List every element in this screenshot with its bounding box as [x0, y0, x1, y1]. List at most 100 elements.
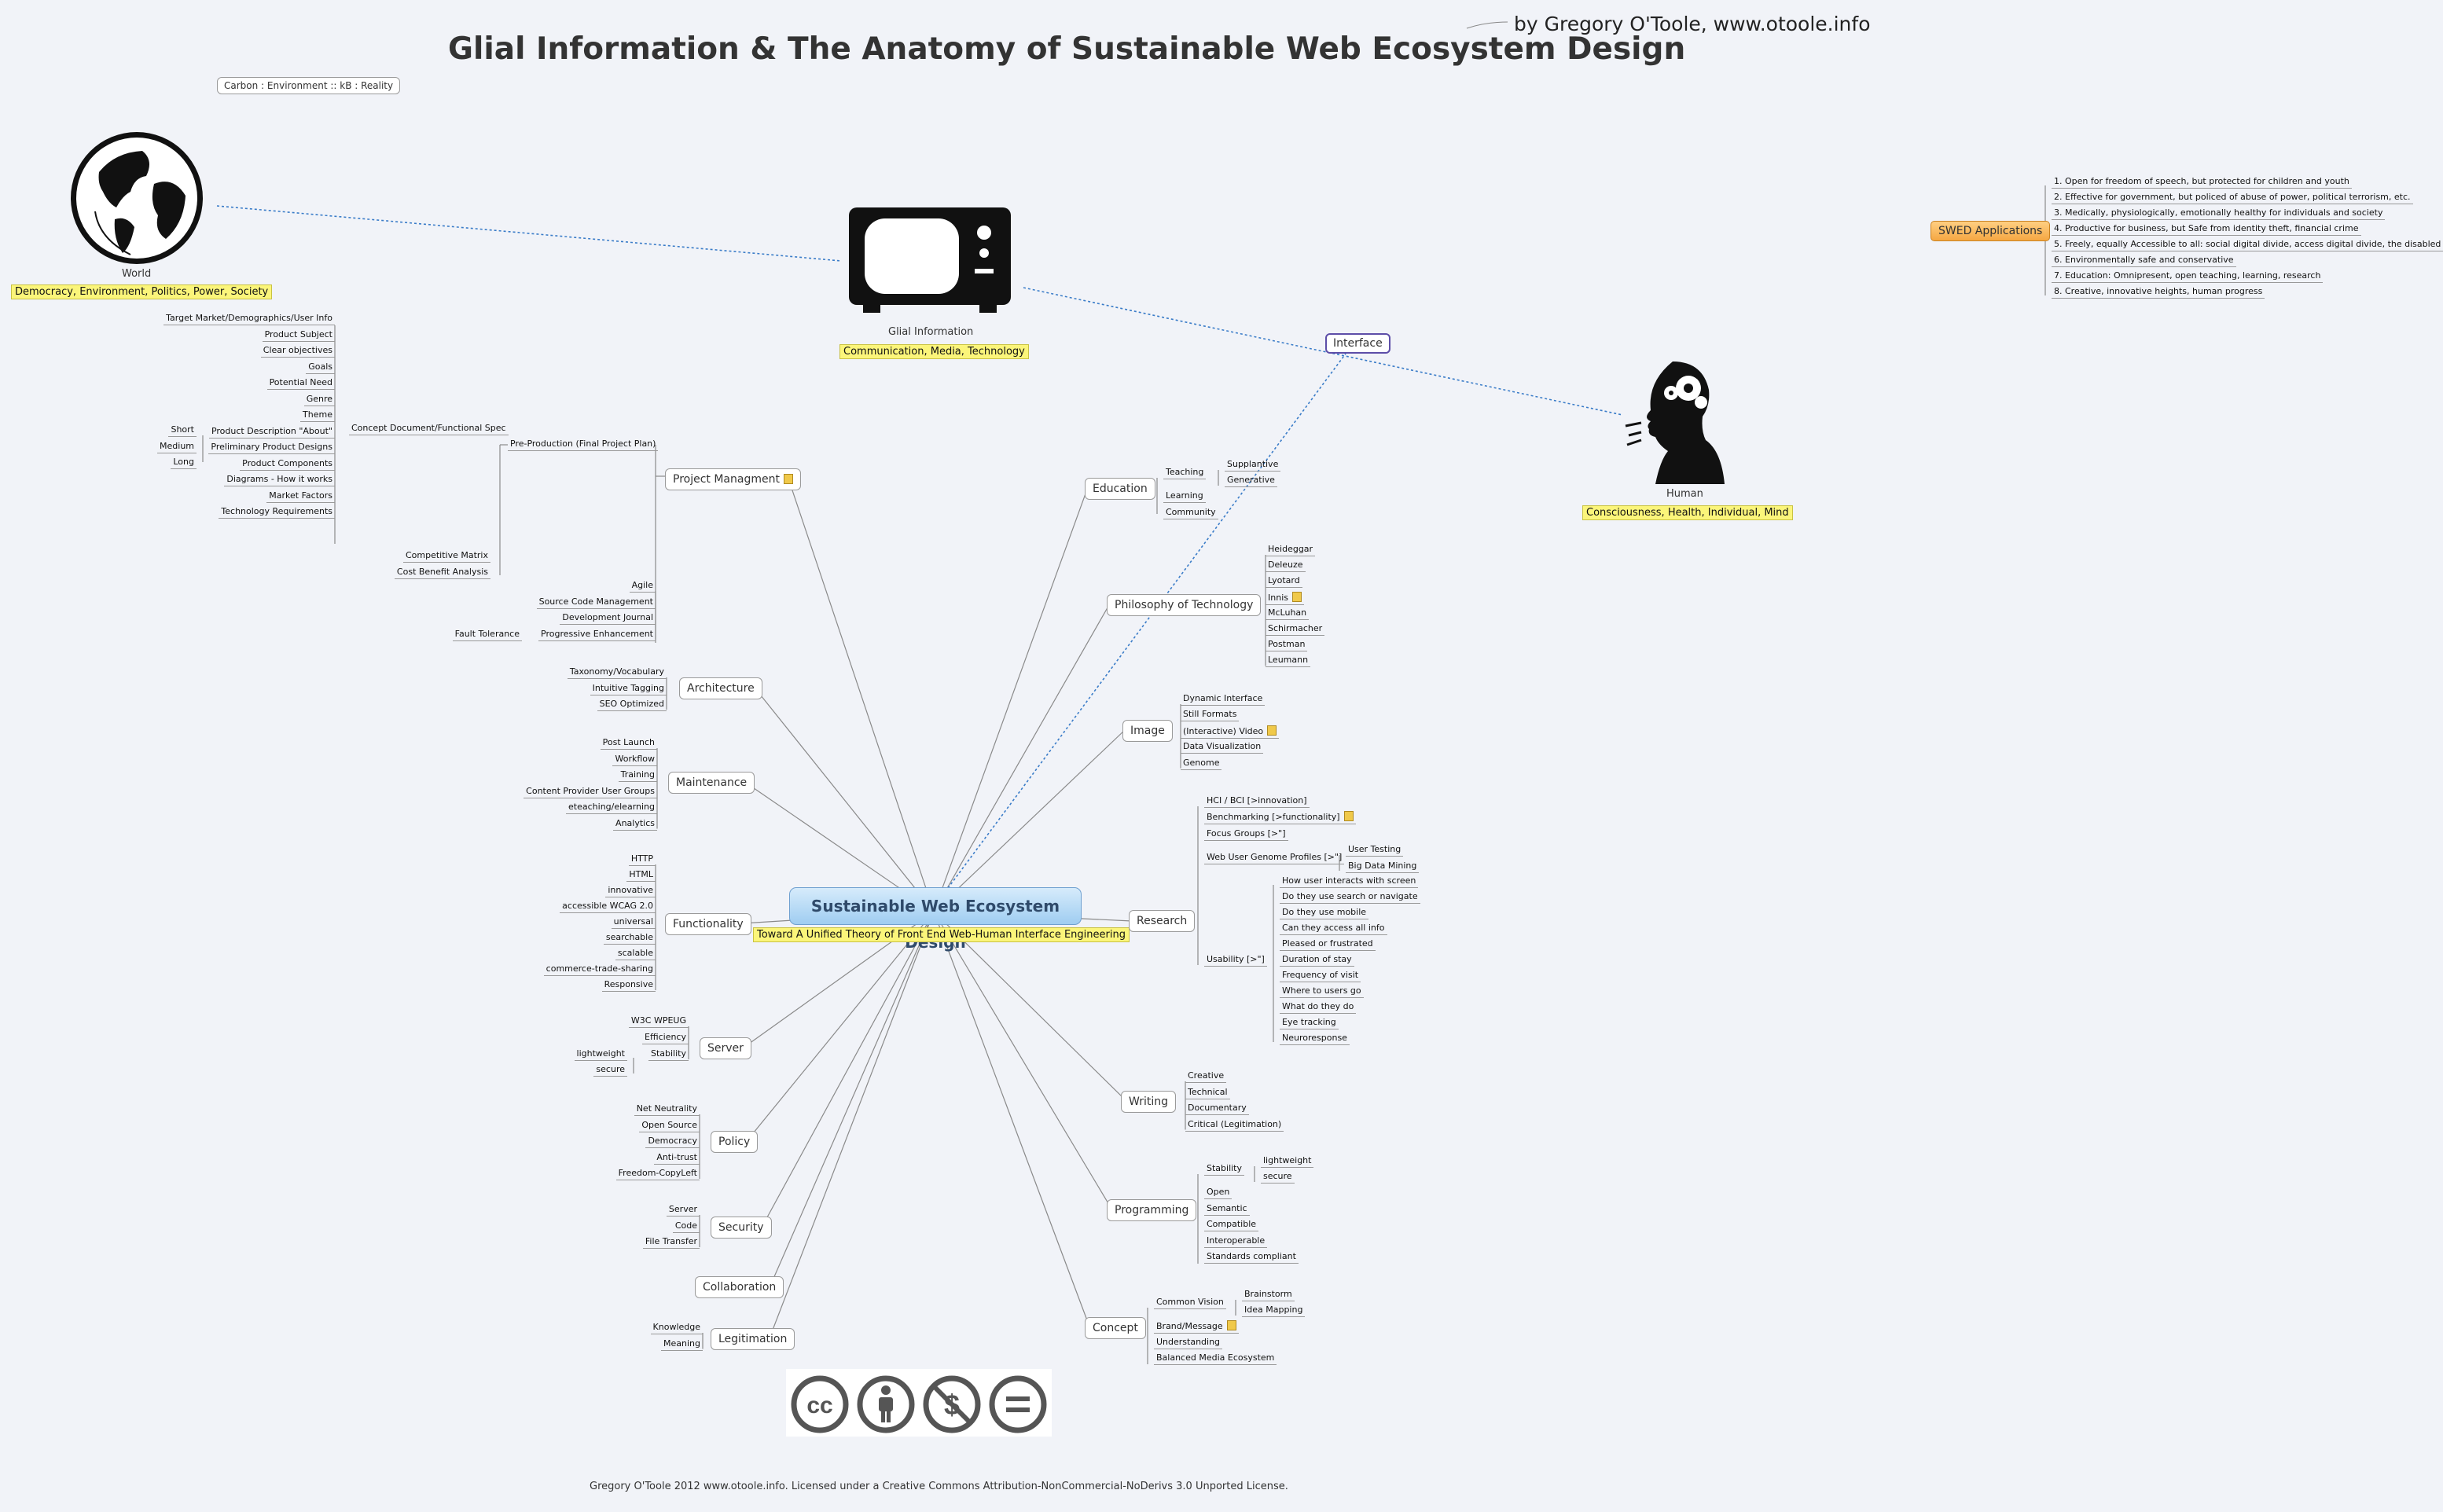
- topic-architecture[interactable]: Architecture: [679, 677, 762, 699]
- project-subitem[interactable]: Fault Tolerance: [452, 629, 522, 641]
- swed-item[interactable]: 1. Open for freedom of speech, but prote…: [2052, 176, 2352, 189]
- project-item[interactable]: Progressive Enhancement: [538, 629, 656, 641]
- philosopher-item[interactable]: McLuhan: [1266, 607, 1310, 620]
- research-item[interactable]: Web User Genome Profiles [>"]: [1204, 852, 1345, 864]
- vision-item[interactable]: Brainstorm: [1242, 1289, 1295, 1301]
- concept-item[interactable]: Diagrams - How it works: [224, 474, 335, 486]
- image-item[interactable]: (Interactive) Video: [1181, 725, 1280, 739]
- swed-item[interactable]: 3. Medically, physiologically, emotional…: [2052, 207, 2386, 220]
- server-stability-item[interactable]: lightweight: [574, 1048, 627, 1061]
- concept-item[interactable]: Preliminary Product Designs: [208, 442, 335, 454]
- programming-item[interactable]: Compatible: [1204, 1219, 1259, 1231]
- server-item[interactable]: W3C WPEUG: [628, 1015, 689, 1028]
- concept-item[interactable]: Technology Requirements: [219, 506, 335, 519]
- about-item[interactable]: Long: [171, 457, 197, 469]
- topic-security[interactable]: Security: [711, 1217, 772, 1239]
- swed-item[interactable]: 7. Education: Omnipresent, open teaching…: [2052, 270, 2324, 283]
- topic-programming[interactable]: Programming: [1107, 1199, 1197, 1221]
- concept-item[interactable]: Market Factors: [266, 490, 335, 503]
- writing-item[interactable]: Creative: [1185, 1070, 1227, 1083]
- usability-item[interactable]: Eye tracking: [1280, 1017, 1339, 1029]
- usability-item[interactable]: Neuroresponse: [1280, 1033, 1350, 1045]
- project-subitem[interactable]: Pre-Production (Final Project Plan): [508, 439, 659, 451]
- writing-item[interactable]: Critical (Legitimation): [1185, 1119, 1284, 1132]
- architecture-item[interactable]: Taxonomy/Vocabulary: [567, 666, 667, 679]
- education-item[interactable]: Learning: [1163, 490, 1206, 503]
- usability-item[interactable]: Duration of stay: [1280, 954, 1354, 967]
- swed-item[interactable]: 4. Productive for business, but Safe fro…: [2052, 223, 2361, 236]
- swed-item[interactable]: 8. Creative, innovative heights, human p…: [2052, 286, 2265, 299]
- usability-item[interactable]: Where to users go: [1280, 985, 1364, 998]
- usability-item[interactable]: Can they access all info: [1280, 923, 1387, 935]
- topic-legitimation[interactable]: Legitimation: [711, 1328, 795, 1350]
- topic-policy[interactable]: Policy: [711, 1131, 759, 1153]
- programming-item[interactable]: Stability: [1204, 1163, 1245, 1176]
- research-item[interactable]: Focus Groups [>"]: [1204, 828, 1288, 841]
- functionality-item[interactable]: HTML: [626, 869, 656, 882]
- writing-item[interactable]: Documentary: [1185, 1103, 1249, 1115]
- central-topic[interactable]: Sustainable Web Ecosystem Design: [789, 887, 1082, 952]
- concept-item[interactable]: Brand/Message: [1154, 1320, 1239, 1334]
- concept-item[interactable]: Goals: [306, 361, 335, 374]
- topic-writing[interactable]: Writing: [1121, 1091, 1176, 1113]
- policy-item[interactable]: Democracy: [645, 1136, 700, 1148]
- about-item[interactable]: Short: [168, 424, 197, 437]
- research-item[interactable]: HCI / BCI [>innovation]: [1204, 795, 1310, 808]
- functionality-item[interactable]: commerce-trade-sharing: [543, 963, 656, 976]
- usability-item[interactable]: Do they use search or navigate: [1280, 891, 1420, 904]
- project-subitem[interactable]: Cost Benefit Analysis: [394, 567, 490, 579]
- functionality-item[interactable]: innovative: [605, 885, 656, 897]
- writing-item[interactable]: Technical: [1185, 1087, 1230, 1099]
- functionality-item[interactable]: accessible WCAG 2.0: [560, 901, 656, 913]
- topic-collaboration[interactable]: Collaboration: [695, 1276, 784, 1298]
- maintenance-item[interactable]: Content Provider User Groups: [524, 786, 657, 798]
- maintenance-item[interactable]: Post Launch: [600, 737, 657, 750]
- security-item[interactable]: Code: [672, 1220, 700, 1233]
- philosopher-item[interactable]: Deleuze: [1266, 560, 1306, 573]
- policy-item[interactable]: Anti-trust: [654, 1152, 700, 1165]
- swed-item[interactable]: 5. Freely, equally Accessible to all: so…: [2052, 239, 2443, 251]
- philosopher-item[interactable]: Postman: [1266, 639, 1308, 652]
- teaching-item[interactable]: Generative: [1225, 475, 1277, 487]
- programming-item[interactable]: Semantic: [1204, 1203, 1250, 1216]
- project-item[interactable]: Agile: [629, 580, 656, 593]
- concept-item[interactable]: Clear objectives: [260, 345, 335, 358]
- genome-item[interactable]: User Testing: [1346, 844, 1404, 857]
- usability-item[interactable]: What do they do: [1280, 1001, 1357, 1014]
- concept-item[interactable]: Genre: [303, 394, 335, 406]
- maintenance-item[interactable]: Analytics: [613, 818, 657, 831]
- usability-item[interactable]: How user interacts with screen: [1280, 875, 1419, 888]
- policy-item[interactable]: Freedom-CopyLeft: [615, 1168, 700, 1180]
- programming-item[interactable]: Open: [1204, 1187, 1233, 1199]
- vision-item[interactable]: Idea Mapping: [1242, 1305, 1306, 1317]
- concept-item[interactable]: Product Description "About": [208, 426, 335, 439]
- server-item[interactable]: Efficiency: [642, 1032, 689, 1044]
- research-item[interactable]: Benchmarking [>functionality]: [1204, 811, 1356, 824]
- image-item[interactable]: Data Visualization: [1181, 741, 1264, 754]
- interface-node[interactable]: Interface: [1325, 333, 1390, 354]
- image-item[interactable]: Dynamic Interface: [1181, 693, 1266, 706]
- genome-item[interactable]: Big Data Mining: [1346, 861, 1420, 873]
- topic-functionality[interactable]: Functionality: [665, 913, 751, 935]
- usability-item[interactable]: Pleased or frustrated: [1280, 938, 1376, 951]
- programming-item[interactable]: Interoperable: [1204, 1235, 1268, 1248]
- education-item[interactable]: Teaching: [1163, 467, 1207, 479]
- project-item[interactable]: Development Journal: [560, 612, 656, 625]
- programming-item[interactable]: Standards compliant: [1204, 1251, 1299, 1264]
- concept-item[interactable]: Target Market/Demographics/User Info: [163, 313, 335, 325]
- policy-item[interactable]: Net Neutrality: [634, 1103, 700, 1116]
- project-item[interactable]: Source Code Management: [536, 596, 656, 609]
- topic-concept[interactable]: Concept: [1085, 1317, 1146, 1339]
- security-item[interactable]: File Transfer: [642, 1236, 700, 1249]
- maintenance-item[interactable]: Workflow: [612, 754, 657, 766]
- policy-item[interactable]: Open Source: [639, 1120, 700, 1132]
- swed-item[interactable]: 6. Environmentally safe and conservative: [2052, 255, 2236, 267]
- philosopher-item[interactable]: Heideggar: [1266, 544, 1316, 556]
- philosopher-item[interactable]: Lyotard: [1266, 575, 1302, 589]
- concept-item[interactable]: Understanding: [1154, 1337, 1223, 1349]
- swed-applications-node[interactable]: SWED Applications: [1931, 221, 2051, 241]
- functionality-item[interactable]: universal: [611, 916, 656, 929]
- architecture-item[interactable]: Intuitive Tagging: [590, 683, 667, 695]
- security-item[interactable]: Server: [666, 1204, 700, 1217]
- project-subitem[interactable]: Concept Document/Functional Spec: [349, 423, 509, 435]
